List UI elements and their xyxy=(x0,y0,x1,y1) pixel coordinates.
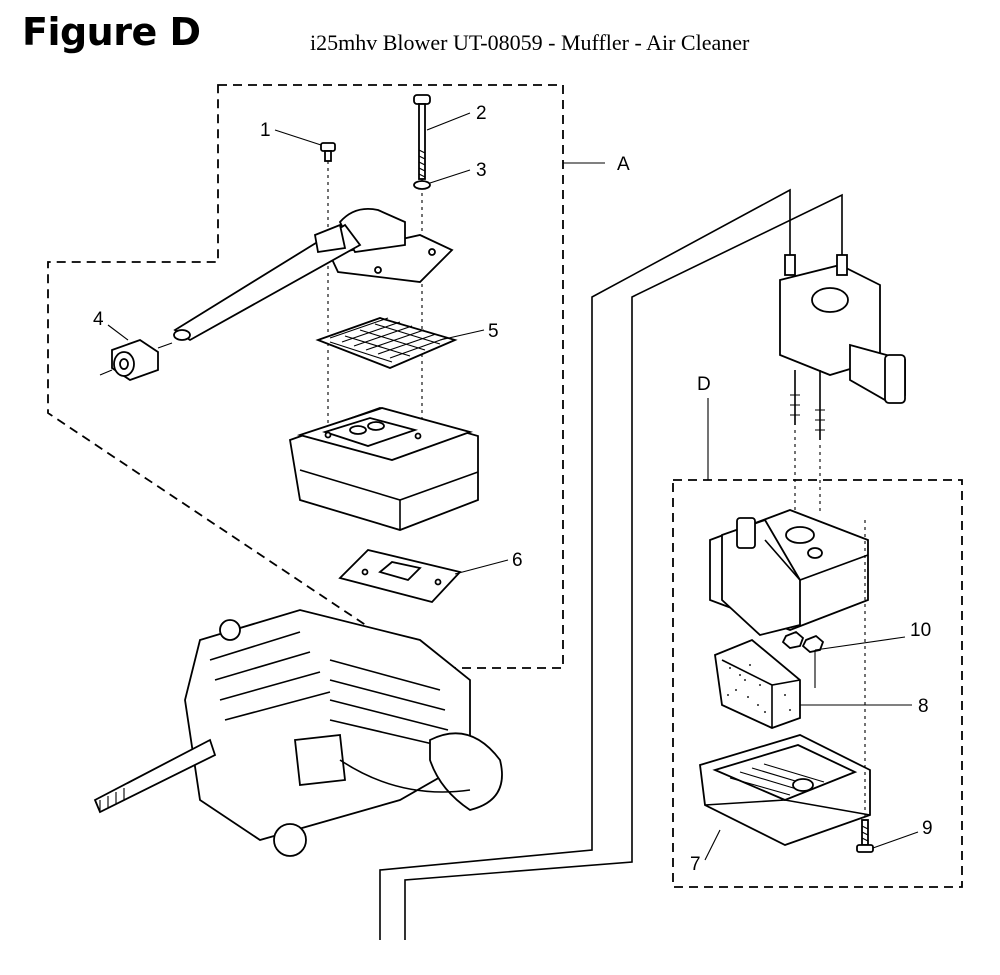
callout-5-leader xyxy=(439,329,485,341)
assembly-d-boundary xyxy=(672,479,963,888)
page-title: i25mhv Blower UT-08059 - Muffler - Air C… xyxy=(310,30,750,55)
callout-4: 4 xyxy=(93,309,104,330)
muffler-body xyxy=(288,407,479,531)
part-5-screen xyxy=(315,317,458,369)
part-4-grommet xyxy=(99,339,173,381)
callout-10: 10 xyxy=(910,620,931,641)
fuel-line-outer xyxy=(379,188,791,940)
callout-5: 5 xyxy=(488,321,499,342)
callout-2: 2 xyxy=(476,103,487,124)
callout-10-leader xyxy=(814,636,906,688)
assembly-a-boundary xyxy=(47,84,564,669)
callout-9: 9 xyxy=(922,818,933,839)
part-2-long-screw xyxy=(413,94,431,425)
callout-9-leader xyxy=(872,831,919,849)
callout-8: 8 xyxy=(918,696,929,717)
callout-6: 6 xyxy=(512,550,523,571)
part-7-base xyxy=(699,734,871,846)
part-3-washer xyxy=(413,180,431,190)
muffler-cover xyxy=(173,207,454,342)
part-1-bolt xyxy=(320,142,336,425)
callout-7-leader xyxy=(704,829,721,861)
callout-4-leader xyxy=(107,324,129,341)
engine-block xyxy=(93,609,503,857)
assembly-label-a: A xyxy=(617,154,630,175)
part-6-gasket xyxy=(338,549,462,604)
carburetor xyxy=(779,254,906,515)
callout-6-leader xyxy=(454,559,509,575)
fuel-line-inner xyxy=(404,193,843,940)
part-9-screw xyxy=(856,520,874,853)
callout-7: 7 xyxy=(690,854,701,875)
callout-1-leader xyxy=(274,129,322,146)
figure-label: Figure D xyxy=(22,10,201,54)
part-8-filter xyxy=(714,638,801,729)
air-cleaner-cover xyxy=(709,509,869,636)
assembly-label-d: D xyxy=(697,374,711,395)
callout-2-leader xyxy=(426,112,471,131)
part-10-nuts xyxy=(781,630,825,653)
callout-3: 3 xyxy=(476,160,487,181)
callout-3-leader xyxy=(429,169,471,184)
callout-1: 1 xyxy=(260,120,271,141)
